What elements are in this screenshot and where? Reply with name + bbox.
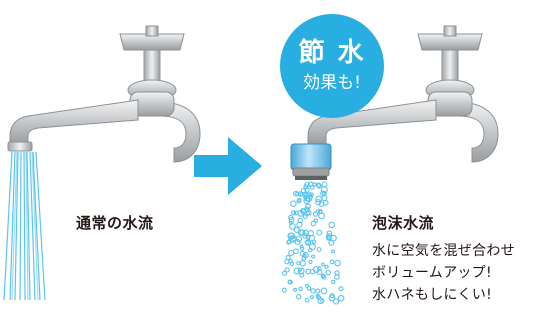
left-faucet: [7, 25, 201, 163]
aerated-water-stream: [281, 181, 345, 305]
badge-title: 節 水: [298, 38, 366, 68]
aerated-stream-caption: 泡沫水流: [372, 214, 435, 232]
aerated-description: 水に空気を混ぜ合わせ ボリュームアップ! 水ハネもしにくい!: [372, 240, 515, 306]
water-saving-badge: [280, 14, 384, 118]
aerator-nozzle: [290, 143, 332, 180]
description-line: 水に空気を混ぜ合わせ: [372, 243, 515, 259]
normal-stream-caption: 通常の水流: [76, 214, 154, 232]
right-arrow-icon: [194, 137, 262, 195]
badge-subtitle: 効果も!: [303, 73, 361, 93]
description-line: 水ハネもしにくい!: [372, 287, 493, 303]
normal-water-stream: [3, 151, 46, 301]
description-line: ボリュームアップ!: [372, 265, 492, 281]
